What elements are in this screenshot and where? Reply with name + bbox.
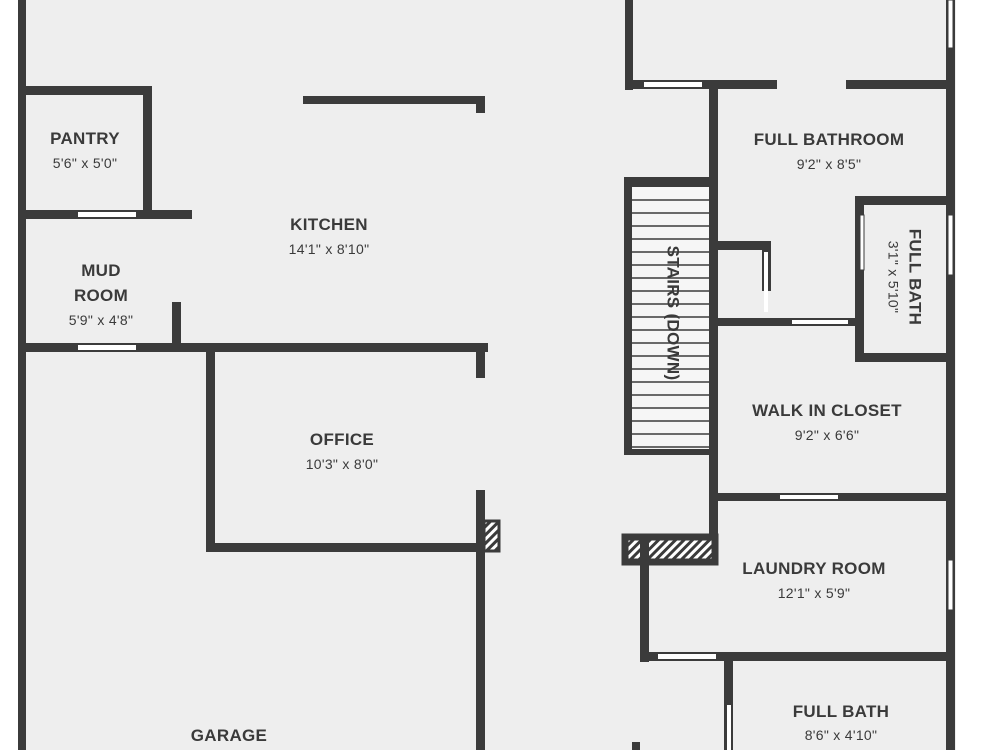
door-bottom-bath xyxy=(727,705,731,750)
wall-mudroom-stub xyxy=(172,302,181,352)
mudroom-name-line2: ROOM xyxy=(74,286,128,305)
wall-office-right-top xyxy=(476,343,485,378)
garage-name: GARAGE xyxy=(191,726,267,745)
door-laundry xyxy=(780,495,838,499)
office-dim: 10'3" x 8'0" xyxy=(306,456,379,472)
kitchen-name: KITCHEN xyxy=(290,215,368,234)
door-top-room xyxy=(644,82,702,87)
wall-bottom-bath-left xyxy=(724,652,733,750)
wall-small-bath-bottom xyxy=(855,353,950,362)
kitchen-counter-end xyxy=(476,96,485,113)
wall-office-left xyxy=(206,343,215,552)
wall-top-room-left xyxy=(625,0,633,90)
wall-exterior-left xyxy=(18,0,26,750)
wall-top-room-bottom-b xyxy=(846,80,950,89)
pantry-dim: 5'6" x 5'0" xyxy=(53,155,118,171)
wall-garage-right xyxy=(476,490,485,750)
window-right-1 xyxy=(947,0,954,49)
wall-linen-top xyxy=(709,241,771,250)
wall-small-bath-left xyxy=(855,196,864,362)
wall-office-bottom xyxy=(206,543,486,552)
pantry-name: PANTRY xyxy=(50,129,120,148)
full-bathroom-name: FULL BATHROOM xyxy=(754,130,905,149)
floor-area xyxy=(18,0,956,750)
bottom-bath-name: FULL BATH xyxy=(793,702,890,721)
door-laundry-bottom xyxy=(658,654,716,659)
exterior-right xyxy=(956,0,1000,750)
wall-right-column-left xyxy=(709,88,718,498)
window-small-bath xyxy=(859,214,865,271)
window-right-3 xyxy=(947,559,954,611)
stairs-label: STAIRS (DOWN) xyxy=(664,246,683,381)
small-bath-dim: 3'1" x 5'10" xyxy=(885,241,901,314)
wall-pantry-right xyxy=(143,86,152,218)
kitchen-dim: 14'1" x 8'10" xyxy=(289,241,370,257)
wall-hall-stub xyxy=(632,742,640,750)
door-linen xyxy=(764,252,768,312)
laundry-hatched-counter xyxy=(621,533,719,566)
column-hatched xyxy=(482,519,501,553)
wall-pantry-top xyxy=(18,86,152,95)
walk-in-closet-dim: 9'2" x 6'6" xyxy=(795,427,860,443)
wall-laundry-left-top xyxy=(709,493,718,543)
laundry-room-name: LAUNDRY ROOM xyxy=(742,559,885,578)
door-pantry xyxy=(78,212,136,217)
office-name: OFFICE xyxy=(310,430,374,449)
bottom-bath-dim: 8'6" x 4'10" xyxy=(805,727,878,743)
wall-laundry-left xyxy=(640,537,649,662)
kitchen-counter-wall xyxy=(303,96,485,104)
walk-in-closet-name: WALK IN CLOSET xyxy=(752,401,902,420)
wall-mudroom-bottom xyxy=(18,343,488,352)
wall-closet-top xyxy=(709,318,864,326)
stair-treads xyxy=(632,199,709,448)
wall-small-bath-top xyxy=(855,196,950,205)
mudroom-dim: 5'9" x 4'8" xyxy=(69,312,134,328)
door-closet xyxy=(792,320,848,324)
window-right-2 xyxy=(947,214,954,276)
laundry-room-dim: 12'1" x 5'9" xyxy=(778,585,851,601)
door-mudroom xyxy=(78,345,136,350)
wall-exterior-right xyxy=(946,0,955,750)
stairs-treads-area xyxy=(632,187,709,449)
small-bath-name: FULL BATH xyxy=(906,229,925,326)
full-bathroom-dim: 9'2" x 8'5" xyxy=(797,156,862,172)
wall-laundry-bottom xyxy=(640,652,950,661)
mudroom-name-line1: MUD xyxy=(81,261,121,280)
